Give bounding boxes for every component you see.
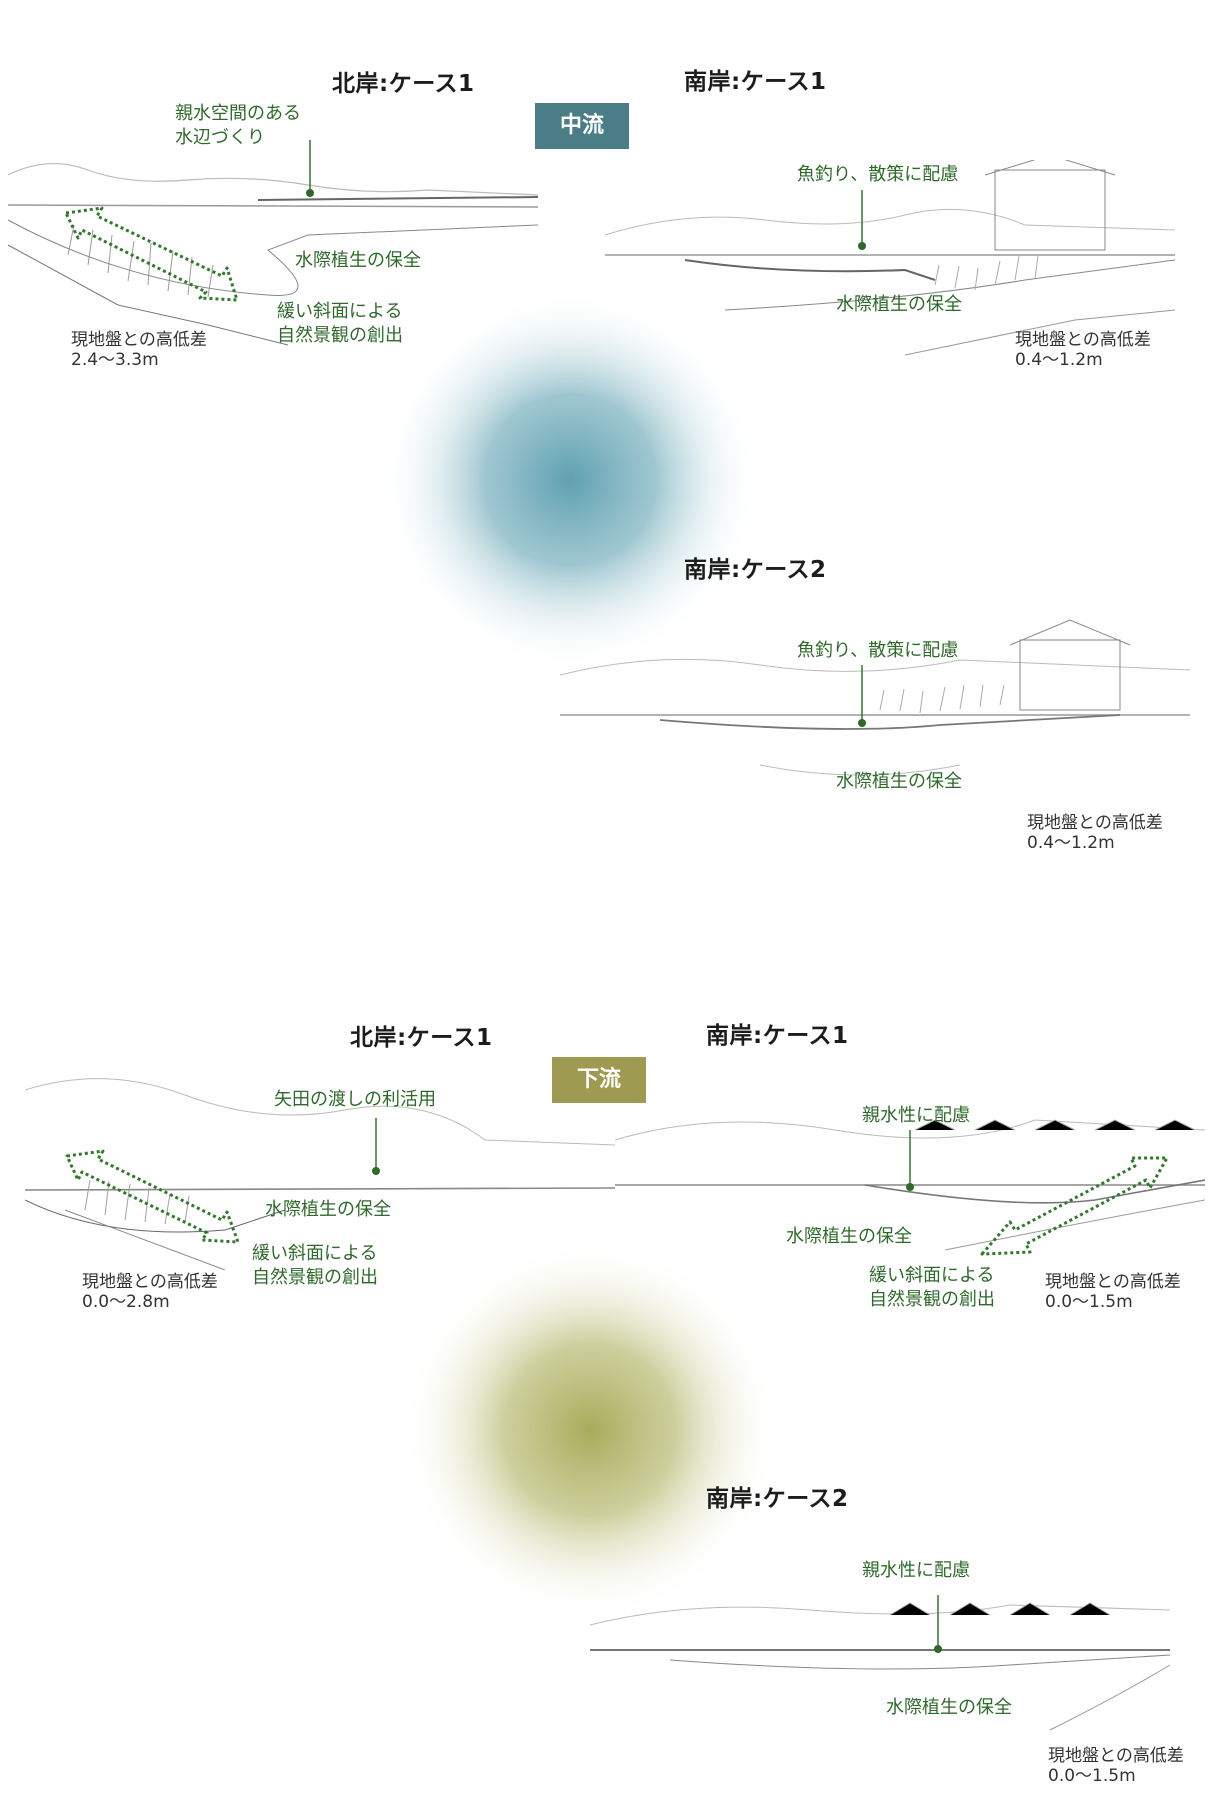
lower-south-case1-title: 南岸:ケース1 [706, 1023, 849, 1049]
middle-south2-note-vegetation: 水際植生の保全 [836, 771, 962, 792]
lower-south1-elevation: 現地盤との高低差 0.0〜1.5m [1045, 1272, 1181, 1312]
lower-south1-note-water-affinity: 親水性に配慮 [862, 1105, 970, 1126]
middle-south2-note-fishing: 魚釣り、散策に配慮 [797, 640, 959, 661]
middle-south-case2-title: 南岸:ケース2 [684, 557, 827, 583]
lower-south1-note-vegetation: 水際植生の保全 [786, 1226, 912, 1247]
leader-dot-icon [906, 1183, 914, 1191]
sketch-lower-north [25, 1078, 615, 1270]
lower-north-note-gentle-slope: 緩い斜面による 自然景観の創出 [252, 1243, 378, 1288]
sketch-lower-south1 [615, 1119, 1205, 1251]
double-arrow-icon [980, 1156, 1169, 1256]
lower-north-note-vegetation: 水際植生の保全 [265, 1199, 391, 1220]
middle-glow [380, 290, 760, 670]
middle-north-case1-title: 北岸:ケース1 [332, 71, 475, 97]
middle-south1-elevation: 現地盤との高低差 0.4〜1.2m [1015, 330, 1151, 370]
middle-south2-elevation: 現地盤との高低差 0.4〜1.2m [1027, 813, 1163, 853]
lower-south2-note-vegetation: 水際植生の保全 [886, 1697, 1012, 1718]
double-arrow-icon [64, 206, 239, 302]
lower-north-note-ferry: 矢田の渡しの利活用 [274, 1089, 436, 1110]
leader-dot-icon [858, 719, 866, 727]
middle-section-badge: 中流 [535, 103, 629, 149]
middle-south1-note-vegetation: 水際植生の保全 [836, 294, 962, 315]
lower-south-case2-title: 南岸:ケース2 [706, 1486, 849, 1512]
lower-south1-note-gentle-slope: 緩い斜面による 自然景観の創出 [869, 1265, 995, 1310]
sketch-middle-south2 [560, 619, 1190, 776]
leader-dot-icon [306, 189, 314, 197]
middle-south-case1-title: 南岸:ケース1 [684, 69, 827, 95]
middle-north-note-vegetation: 水際植生の保全 [295, 250, 421, 271]
leader-dot-icon [372, 1167, 380, 1175]
leader-dot-icon [858, 242, 866, 250]
lower-north-case1-title: 北岸:ケース1 [350, 1025, 493, 1051]
lower-north-elevation: 現地盤との高低差 0.0〜2.8m [82, 1272, 218, 1312]
sketch-middle-north [8, 163, 538, 346]
lower-south2-elevation: 現地盤との高低差 0.0〜1.5m [1048, 1746, 1184, 1786]
middle-south1-note-fishing: 魚釣り、散策に配慮 [797, 164, 959, 185]
leader-dot-icon [934, 1645, 942, 1653]
middle-north-note-gentle-slope: 緩い斜面による 自然景観の創出 [277, 301, 403, 346]
lower-section-badge: 下流 [552, 1057, 646, 1103]
double-arrow-icon [65, 1149, 240, 1244]
sketch-lower-south2 [590, 1602, 1171, 1731]
lower-south2-note-water-affinity: 親水性に配慮 [862, 1560, 970, 1581]
sketch-middle-south1 [605, 160, 1175, 356]
middle-north-elevation: 現地盤との高低差 2.4〜3.3m [71, 330, 207, 370]
lower-glow [400, 1240, 780, 1620]
middle-north-note-waterside-space: 親水空間のある 水辺づくり [175, 103, 301, 148]
